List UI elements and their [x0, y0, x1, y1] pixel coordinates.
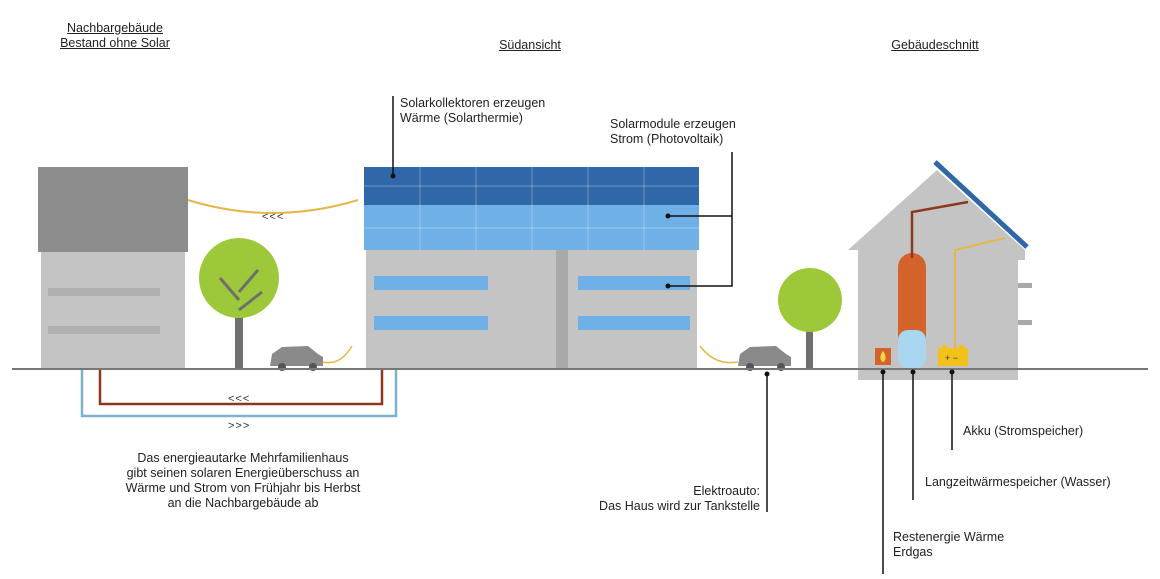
- heat-pipe-return: [98, 370, 384, 406]
- header-section: Gebäudeschnitt: [891, 38, 979, 52]
- label-ecar: Elektroauto: Das Haus wird zur Tankstell…: [580, 484, 760, 514]
- section-balcony-upper: [1018, 283, 1032, 288]
- heat-supply-arrow: >>>: [228, 420, 251, 432]
- car-left-charging-cable: [322, 345, 353, 364]
- flame-icon: [880, 351, 886, 362]
- stair-core: [556, 250, 568, 370]
- battery-terminal-right: [959, 345, 964, 348]
- pv-balcony-right-upper: [578, 276, 690, 290]
- solar-collectors: [364, 167, 699, 205]
- modules-leader: [668, 152, 733, 287]
- label-ecar-line2: Das Haus wird zur Tankstelle: [599, 499, 760, 513]
- heat-pipe-supply: [80, 370, 398, 418]
- pv-balcony-left-lower: [374, 316, 488, 330]
- tree-left: [199, 238, 279, 368]
- car-right-charging-cable: [699, 345, 739, 364]
- ecar-leader-dot: [764, 371, 770, 377]
- tree-left-trunk: [235, 280, 243, 368]
- label-surplus-line1: Das energieautarke Mehrfamilienhaus: [137, 451, 349, 465]
- main-building: [364, 167, 699, 370]
- neighbor-facade: [41, 252, 185, 370]
- heat-return-arrow: <<<: [228, 393, 251, 405]
- overhead-cable: [187, 199, 359, 214]
- solar-modules-roof: [364, 205, 699, 250]
- label-solar-collectors-line1: Solarkollektoren erzeugen: [400, 96, 546, 110]
- pv-power-cable: [954, 237, 1006, 348]
- neighbor-balcony-upper: [48, 288, 160, 296]
- pv-balcony-right-lower: [578, 316, 690, 330]
- pv-balcony-left-upper: [374, 276, 488, 290]
- car-left-body: [270, 346, 323, 366]
- tree-right: [778, 268, 842, 368]
- label-residual-line2: Erdgas: [893, 545, 933, 559]
- solar-heat-pipe: [910, 200, 969, 258]
- residual-leader-dot: [880, 369, 886, 375]
- tree-right-crown: [778, 268, 842, 332]
- label-battery: Akku (Stromspeicher): [963, 424, 1084, 438]
- battery-leader-dot: [949, 369, 955, 375]
- section-balcony-lower: [1018, 320, 1032, 325]
- collectors-leader-dot: [390, 173, 396, 179]
- car-right-body: [738, 346, 791, 366]
- label-solar-modules-line2: Strom (Photovoltaik): [610, 132, 724, 146]
- label-solar-collectors-line2: Wärme (Solarthermie): [400, 111, 523, 125]
- neighbor-roof: [38, 167, 188, 252]
- car-left: [270, 346, 323, 371]
- battery-icon: [938, 348, 968, 366]
- heat-storage-cool-zone: [898, 330, 926, 368]
- label-solar-collectors: Solarkollektoren erzeugen Wärme (Solarth…: [400, 96, 545, 126]
- section-roof-pv: [933, 160, 1029, 249]
- label-storage: Langzeitwärmespeicher (Wasser): [925, 475, 1111, 489]
- tree-left-branches: [218, 269, 263, 312]
- neighbor-building: [38, 167, 188, 370]
- label-ecar-line1: Elektroauto:: [693, 484, 760, 498]
- label-surplus: Das energieautarke Mehrfamilienhaus gibt…: [78, 451, 408, 511]
- modules-leader-dot-balcony: [665, 283, 671, 289]
- label-residual-line1: Restenergie Wärme: [893, 530, 1005, 544]
- car-right: [738, 346, 791, 371]
- label-surplus-line4: an die Nachbargebäude ab: [167, 496, 319, 510]
- label-solar-modules-line1: Solarmodule erzeugen: [610, 117, 736, 131]
- tree-right-trunk: [806, 300, 813, 368]
- tree-left-crown: [199, 238, 279, 318]
- header-neighbor-line2: Bestand ohne Solar: [60, 36, 170, 50]
- main-facade: [366, 250, 697, 370]
- header-south-view: Südansicht: [499, 38, 561, 52]
- header-neighbor-line1: Nachbargebäude: [67, 21, 163, 35]
- battery-terminal-left: [942, 345, 947, 348]
- label-surplus-line3: Wärme und Strom von Frühjahr bis Herbst: [125, 481, 361, 495]
- neighbor-balcony-lower: [48, 326, 160, 334]
- section-building: + −: [848, 160, 1032, 380]
- label-solar-modules: Solarmodule erzeugen Strom (Photovoltaik…: [610, 117, 736, 147]
- label-residual: Restenergie Wärme Erdgas: [893, 530, 1004, 560]
- storage-leader-dot: [910, 369, 916, 375]
- cable-flow-arrow: <<<: [262, 211, 285, 223]
- roof-panel-grid: [364, 167, 699, 250]
- label-surplus-line2: gibt seinen solaren Energieüberschuss an: [126, 466, 360, 480]
- header-neighbor: Nachbargebäude Bestand ohne Solar: [50, 21, 180, 51]
- section-house: [848, 170, 1025, 380]
- modules-leader-dot-roof: [665, 213, 671, 219]
- battery-symbols: + −: [945, 353, 958, 363]
